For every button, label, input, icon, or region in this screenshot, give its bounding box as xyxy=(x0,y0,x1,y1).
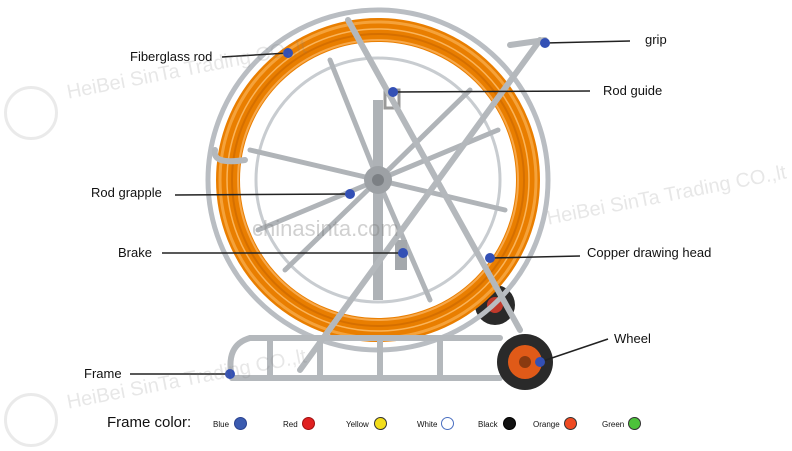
front-wheel xyxy=(497,334,553,390)
label-wheel: Wheel xyxy=(614,331,651,346)
swatch-label-green: Green xyxy=(602,420,625,429)
swatch-label-red: Red xyxy=(283,420,298,429)
label-brake: Brake xyxy=(118,245,152,260)
swatch-label-black: Black xyxy=(478,420,498,429)
swatch-white xyxy=(441,417,454,430)
label-rod-guide: Rod guide xyxy=(603,83,663,98)
watermark-logo-bottom xyxy=(4,393,58,447)
swatch-label-blue: Blue xyxy=(213,420,230,429)
frame-ring-inner xyxy=(254,56,502,304)
frame-color-title: Frame color: xyxy=(107,414,192,431)
watermark-site: chinasinta.com xyxy=(252,216,399,241)
swatch-red xyxy=(302,417,315,430)
swatch-yellow xyxy=(374,417,387,430)
swatch-blue xyxy=(234,417,247,430)
fiberglass-rod-coil xyxy=(216,18,540,342)
watermark-logo-top xyxy=(4,86,58,140)
a-frame xyxy=(211,17,548,373)
label-frame: Frame xyxy=(84,366,122,381)
label-grip: grip xyxy=(645,32,667,47)
swatch-green xyxy=(628,417,641,430)
swatch-orange xyxy=(564,417,577,430)
swatch-label-yellow: Yellow xyxy=(346,420,369,429)
swatch-label-white: White xyxy=(417,420,438,429)
callout-lines xyxy=(130,40,631,375)
label-fiberglass-rod: Fiberglass rod xyxy=(130,49,213,64)
label-rod-grapple: Rod grapple xyxy=(91,185,162,200)
label-copper-drawing-head: Copper drawing head xyxy=(587,245,712,260)
swatch-black xyxy=(503,417,516,430)
callout-dots xyxy=(225,38,550,379)
swatch-label-orange: Orange xyxy=(533,420,560,429)
